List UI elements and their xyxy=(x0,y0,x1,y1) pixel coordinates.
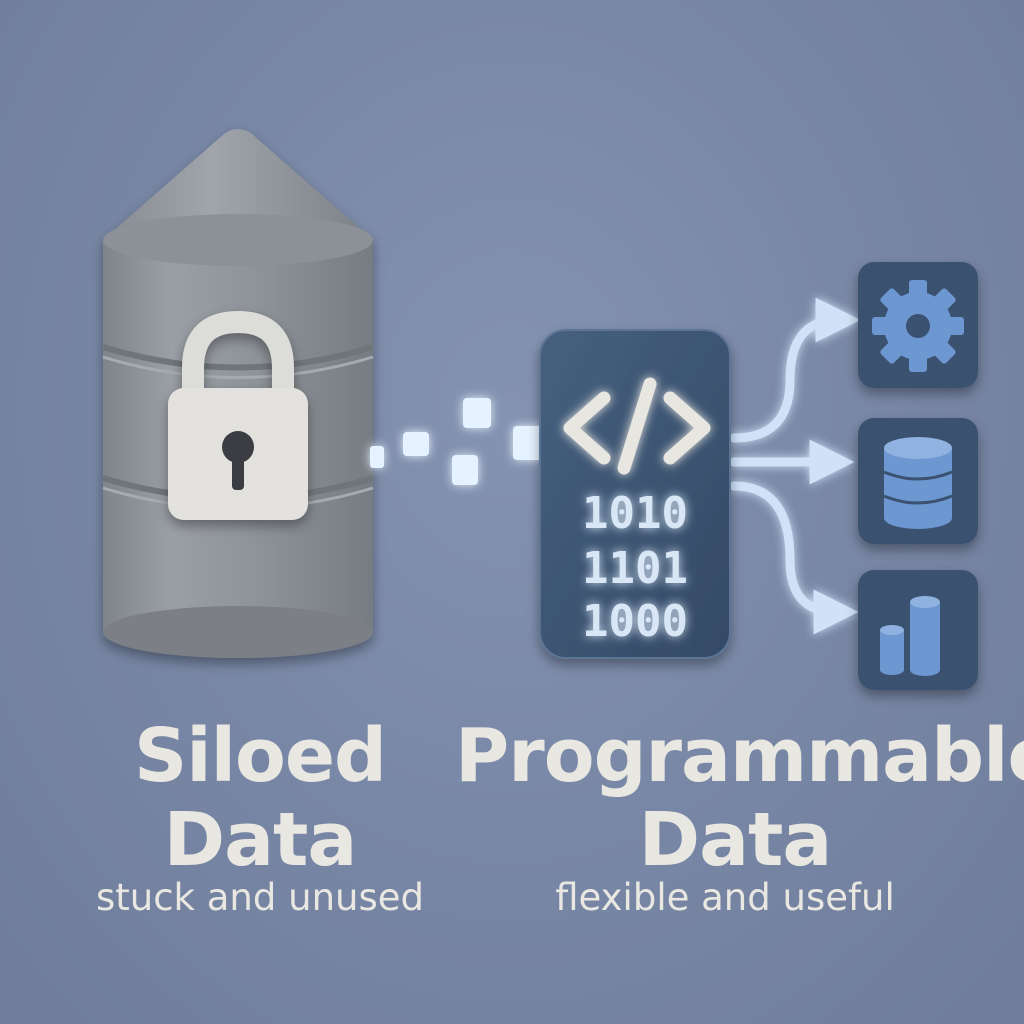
data-blocks xyxy=(370,398,543,485)
programmable-title-line-1: Programmable xyxy=(455,713,1024,799)
binary-line-1: 1010 xyxy=(582,488,688,539)
siloed-title-line-2: Data xyxy=(163,797,358,883)
siloed-title: Siloed Data xyxy=(60,714,460,882)
siloed-title-line-1: Siloed xyxy=(133,713,387,799)
gear-icon xyxy=(872,280,964,372)
bar-chart-icon xyxy=(880,596,940,676)
siloed-subtitle: stuck and unused xyxy=(95,876,424,919)
programmable-subtitle: flexible and useful xyxy=(555,876,895,919)
binary-line-3: 1000 xyxy=(582,596,688,647)
database-icon xyxy=(883,437,953,529)
programmable-title: Programmable Data xyxy=(455,713,1024,883)
flow-arrows xyxy=(729,297,861,635)
silo xyxy=(102,129,374,658)
binary-line-2: 1101 xyxy=(582,543,688,594)
code-icon xyxy=(563,377,711,475)
programmable-title-line-2: Data xyxy=(638,797,833,883)
padlock-icon xyxy=(168,310,308,520)
